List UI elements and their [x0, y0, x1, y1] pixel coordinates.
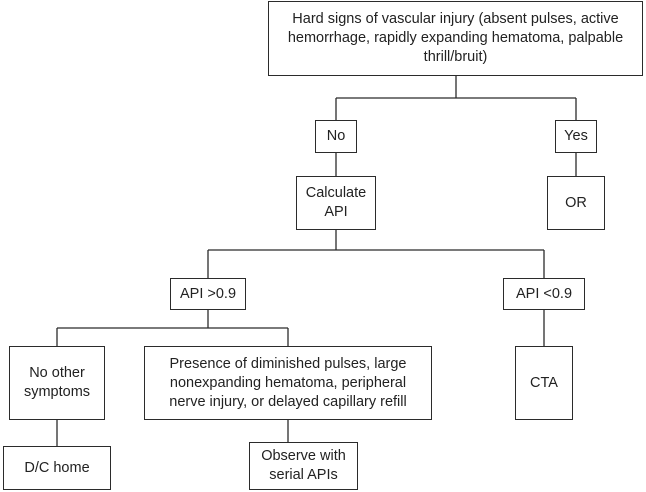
no-box: No [315, 120, 357, 153]
presence-box: Presence of diminished pulses, large non… [144, 346, 432, 420]
calculate-api-text: Calculate API [305, 185, 367, 220]
no-text: No [326, 128, 346, 144]
observe-text: Observe with serial APIs [261, 448, 346, 483]
cta-box: CTA [515, 346, 573, 420]
api-high-text: API >0.9 [179, 285, 237, 302]
api-low-box: API <0.9 [503, 278, 585, 310]
cta-text: CTA [530, 374, 558, 391]
or-box: OR [547, 176, 605, 230]
no-other-symptoms-box: No other symptoms [9, 346, 105, 420]
observe-box: Observe with serial APIs [249, 442, 358, 490]
dc-home-box: D/C home [3, 446, 111, 490]
api-low-text: API <0.9 [515, 285, 573, 302]
yes-text: Yes [564, 128, 588, 144]
dc-home-text: D/C home [24, 459, 90, 476]
presence-text: Presence of diminished pulses, large non… [169, 355, 407, 410]
yes-box: Yes [555, 120, 597, 153]
root-box: Hard signs of vascular injury (absent pu… [268, 1, 643, 76]
api-high-box: API >0.9 [170, 278, 246, 310]
or-text: OR [565, 194, 587, 211]
calculate-api-box: Calculate API [296, 176, 376, 230]
root-text: Hard signs of vascular injury (absent pu… [287, 11, 624, 65]
no-other-symptoms-text: No other symptoms [23, 365, 91, 400]
